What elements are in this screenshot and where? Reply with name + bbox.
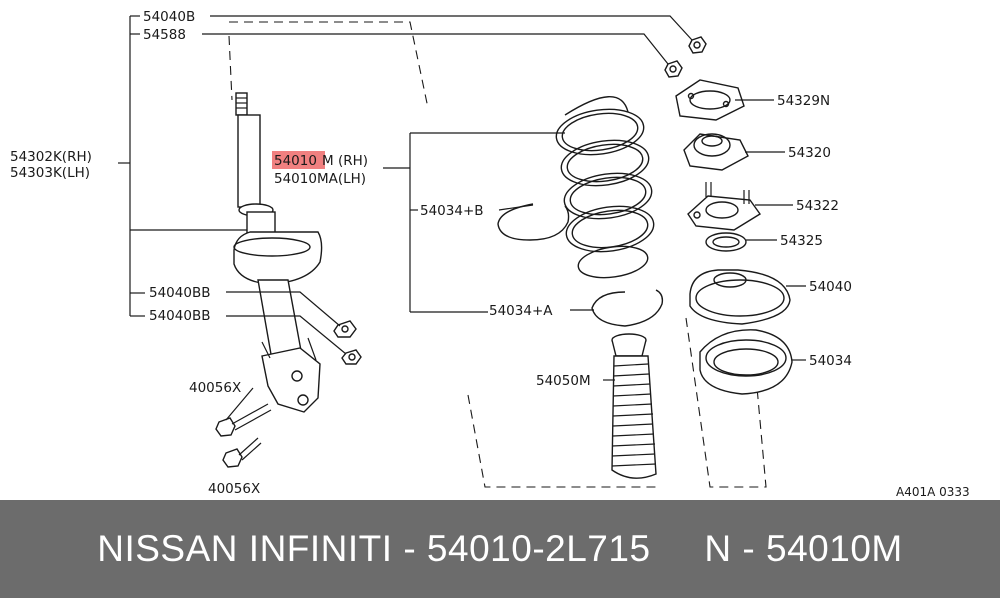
label-54320: 54320 bbox=[788, 145, 831, 161]
label-54303K-lh: 54303K(LH) bbox=[10, 165, 90, 181]
label-54050M: 54050M bbox=[536, 373, 591, 389]
coil-spring bbox=[555, 96, 655, 279]
label-54034: 54034 bbox=[809, 353, 852, 369]
diagram-reference-code: A401A 0333 bbox=[896, 485, 970, 499]
footer-title: NISSAN INFINITI - 54010-2L715 N - 54010M bbox=[97, 528, 903, 569]
label-54010M-suffix: M (RH) bbox=[322, 153, 368, 169]
assembly-outline bbox=[228, 21, 767, 488]
top-mount-stack bbox=[664, 36, 793, 395]
label-40056X-lower: 40056X bbox=[208, 481, 260, 497]
label-54040: 54040 bbox=[809, 279, 852, 295]
label-54040BB-upper: 54040BB bbox=[149, 285, 210, 301]
bracket-nuts bbox=[333, 320, 362, 365]
spring-insulators bbox=[497, 203, 664, 327]
part-number-highlight bbox=[272, 151, 325, 169]
label-54010MA-lh: 54010MA(LH) bbox=[274, 171, 366, 187]
footer-banner: NISSAN INFINITI - 54010-2L715 N - 54010M bbox=[0, 500, 1000, 598]
label-54040BB-lower: 54040BB bbox=[149, 308, 210, 324]
label-54322: 54322 bbox=[796, 198, 839, 214]
label-54325: 54325 bbox=[780, 233, 823, 249]
label-54588: 54588 bbox=[143, 27, 186, 43]
leader-lines bbox=[118, 15, 806, 421]
label-54010M-code: 54010 bbox=[274, 153, 317, 169]
label-54034A: 54034+A bbox=[489, 303, 553, 319]
label-40056X-upper: 40056X bbox=[189, 380, 241, 396]
label-54329N: 54329N bbox=[777, 93, 830, 109]
label-54302K-rh: 54302K(RH) bbox=[10, 149, 92, 165]
label-54034B: 54034+B bbox=[420, 203, 484, 219]
strut-assembly bbox=[233, 92, 323, 413]
parts-diagram: 54040B 54588 54302K(RH) 54303K(LH) 54010… bbox=[10, 9, 970, 499]
dust-boot bbox=[611, 333, 657, 479]
label-54040B: 54040B bbox=[143, 9, 195, 25]
bolts-40056X bbox=[215, 403, 272, 468]
